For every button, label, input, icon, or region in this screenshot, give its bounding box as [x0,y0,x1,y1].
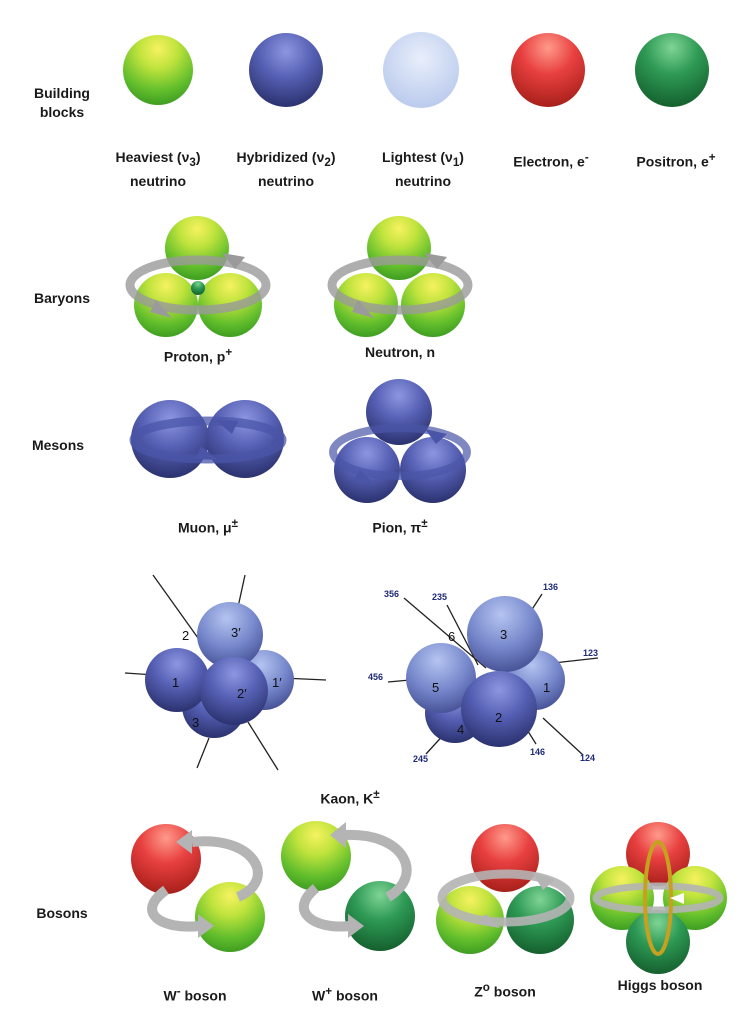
electron-sphere [511,33,585,107]
w-minus-boson-diagram [131,824,265,952]
higgs-boson-label: Higgs boson [617,977,703,993]
kaon-left-number: 1 [172,675,179,690]
kaon-line-label: 356 [384,589,399,599]
w-minus-boson-label: W- boson [163,985,227,1004]
kaon-right-diagram [387,593,599,756]
muon-label: Muon, μ± [177,517,239,536]
electron-label: Electron, e- [513,151,589,170]
kaon-line-label: 245 [413,754,428,764]
kaon-line-label: 124 [580,753,595,763]
proton-diagram [125,216,271,337]
kaon-right-number: 6 [448,629,455,644]
hybridized-neutrino-sphere [249,33,323,107]
z-boson-diagram [436,824,575,954]
positron-label: Positron, e+ [636,151,716,170]
kaon-label: Kaon, K± [320,788,380,807]
lightest-neutrino-label: Lightest (ν1)neutrino [382,149,464,189]
kaon-left-number: 3 [192,715,199,730]
kaon-right-number: 4 [457,722,464,737]
kaon-right-line-labels: 136 356 235 123 456 245 146 124 [368,582,598,764]
neutron-label: Neutron, n [365,344,435,360]
pion-label: Pion, π± [372,517,428,536]
higgs-boson-diagram [590,822,727,974]
kaon-right-numbers: 3 6 5 1 2 4 [432,627,550,737]
muon-diagram [129,400,287,478]
kaon-left-number: 2′ [237,686,247,701]
row-label-building-blocks: Building blocks [34,85,90,120]
kaon-line-label: 456 [368,672,383,682]
kaon-left-number: 1′ [272,675,282,690]
w-plus-boson-diagram [281,821,415,951]
row-label-baryons: Baryons [33,290,91,306]
z-boson-label: Zo boson [474,981,536,1000]
kaon-line-label: 235 [432,592,447,602]
neutron-diagram [327,216,473,337]
kaon-line-label: 146 [530,747,545,757]
proton-label: Proton, p+ [163,346,233,365]
positron-sphere [635,33,709,107]
heaviest-neutrino-label: Heaviest (ν3)neutrino [115,149,201,189]
kaon-right-number: 3 [500,627,507,642]
kaon-right-number: 2 [495,710,502,725]
row-label-mesons: Mesons [31,437,85,453]
kaon-left-diagram [124,574,327,771]
kaon-line-label: 123 [583,648,598,658]
proton-center-positron [191,281,205,295]
pion-diagram [329,379,471,503]
kaon-right-number: 5 [432,680,439,695]
kaon-right-number: 1 [543,680,550,695]
kaon-line-label: 136 [543,582,558,592]
row-label-bosons: Bosons [36,905,88,921]
kaon-left-numbers: 3′ 1 1′ 2′ 3 2 [172,625,282,730]
lightest-neutrino-sphere [383,32,459,108]
w-plus-boson-label: W+ boson [312,985,378,1004]
kaon-left-number: 2 [182,628,189,643]
hybridized-neutrino-label: Hybridized (ν2)neutrino [236,149,336,189]
heaviest-neutrino-sphere [123,35,193,105]
kaon-left-number: 3′ [231,625,241,640]
